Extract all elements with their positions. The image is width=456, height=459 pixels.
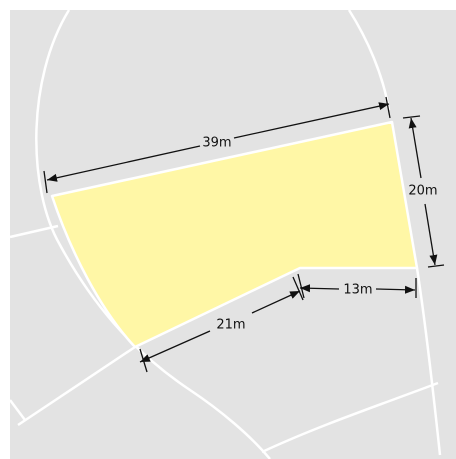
bottom-right-boundary (261, 381, 439, 454)
large-curved-boundary (35, 9, 271, 459)
dimension-bottom-left-tick-right (292, 276, 304, 301)
dimension-right-line-top (408, 117, 422, 179)
highlighted-parcel (50, 120, 419, 349)
left-side-boundary (9, 224, 59, 239)
bottom-left-boundary (17, 345, 136, 427)
dimension-right-label: 20m (408, 184, 437, 199)
dimension-right-tick-top (402, 115, 421, 119)
dimension-lines (43, 96, 445, 373)
dimension-top-label: 39m (202, 136, 231, 151)
dimension-bottom-right-label: 13m (343, 283, 372, 298)
dimension-top-line-right (233, 102, 390, 139)
dimension-bottom-left-line-right (251, 290, 301, 314)
boundary-lines (9, 9, 442, 459)
dimension-top-line-left (46, 145, 201, 182)
dimension-bottom-left-line-left (139, 330, 211, 363)
dimension-right-tick-bottom (427, 264, 445, 268)
dimension-bottom-left-label: 21m (216, 318, 245, 333)
lower-right-vertical-boundary (415, 267, 442, 456)
lower-left-diagonal-boundary (9, 399, 26, 421)
dimension-bottom-right-line-right (375, 285, 416, 294)
dimension-top-tick-left (43, 170, 48, 194)
dimension-bottom-right-line-left (299, 284, 340, 293)
dimension-right-line-bottom (424, 203, 438, 266)
